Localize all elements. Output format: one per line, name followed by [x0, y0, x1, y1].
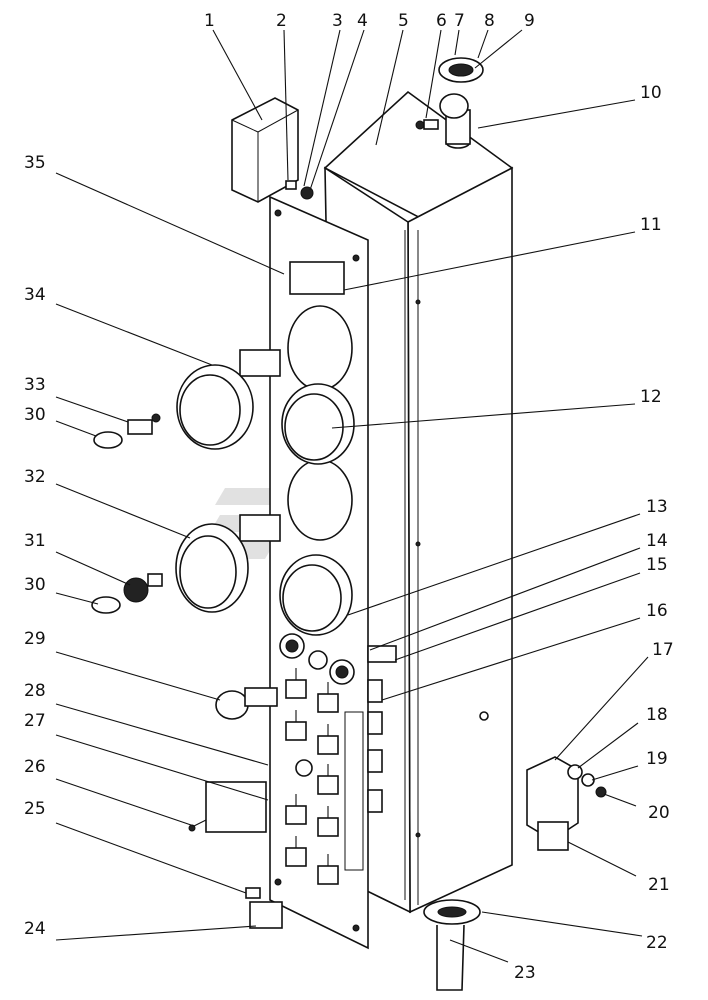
gauge-upper-right [281, 383, 355, 465]
callout-21: 21 [648, 875, 670, 895]
callout-26: 26 [24, 757, 46, 777]
nut-3-4 [300, 186, 314, 200]
plug-24 [249, 901, 283, 929]
callout-9: 9 [524, 11, 535, 31]
callout-32: 32 [24, 467, 46, 487]
lamp-cap-30-upper [93, 431, 123, 449]
top-grommet [438, 57, 484, 83]
washer-18-20 [567, 764, 607, 798]
callout-5: 5 [398, 11, 409, 31]
callout-27: 27 [24, 711, 46, 731]
callout-11: 11 [640, 215, 662, 235]
bottom-grommet [423, 899, 481, 925]
lamp-holder-31 [123, 573, 163, 603]
callout-labels: 1 2 3 4 5 6 7 8 9 10 11 12 13 14 15 16 1… [24, 11, 674, 983]
toggle-switch-array [285, 668, 383, 885]
callout-35: 35 [24, 153, 46, 173]
callout-30-lower: 30 [24, 575, 46, 595]
toggle-switch-26 [188, 781, 267, 833]
callout-19: 19 [646, 749, 668, 769]
lamp-29 [215, 687, 278, 720]
callout-23: 23 [514, 963, 536, 983]
callout-17: 17 [652, 640, 674, 660]
screw-2 [285, 180, 297, 190]
cover-box [231, 97, 299, 203]
callout-2: 2 [276, 11, 287, 31]
callout-24: 24 [24, 919, 46, 939]
lamp-holder-33 [127, 413, 161, 435]
callout-6: 6 [436, 11, 447, 31]
relay-17-21 [526, 756, 579, 851]
callout-8: 8 [484, 11, 495, 31]
main-housing [323, 90, 514, 914]
callout-29: 29 [24, 629, 46, 649]
callout-3: 3 [332, 11, 343, 31]
leader-lines [55, 29, 649, 963]
lamp-cap-30-lower [91, 596, 121, 614]
callout-14: 14 [646, 531, 668, 551]
cable [436, 924, 465, 991]
gauge-upper-left [176, 349, 281, 450]
callout-18: 18 [646, 705, 668, 725]
callout-16: 16 [646, 601, 668, 621]
callout-34: 34 [24, 285, 46, 305]
gauge-lower-right [279, 554, 353, 636]
callout-33: 33 [24, 375, 46, 395]
callout-1: 1 [204, 11, 215, 31]
callout-7: 7 [454, 11, 465, 31]
callout-12: 12 [640, 387, 662, 407]
screw-25 [245, 887, 261, 899]
indicator-lamps [279, 633, 397, 685]
top-screw [415, 119, 439, 130]
callout-15: 15 [646, 555, 668, 575]
callout-25: 25 [24, 799, 46, 819]
callout-13: 13 [646, 497, 668, 517]
callout-31: 31 [24, 531, 46, 551]
callout-20: 20 [648, 803, 670, 823]
gauge-lower-left [175, 514, 281, 613]
callout-10: 10 [640, 83, 662, 103]
callout-28: 28 [24, 681, 46, 701]
callout-30-upper: 30 [24, 405, 46, 425]
callout-4: 4 [357, 11, 368, 31]
callout-22: 22 [646, 933, 668, 953]
